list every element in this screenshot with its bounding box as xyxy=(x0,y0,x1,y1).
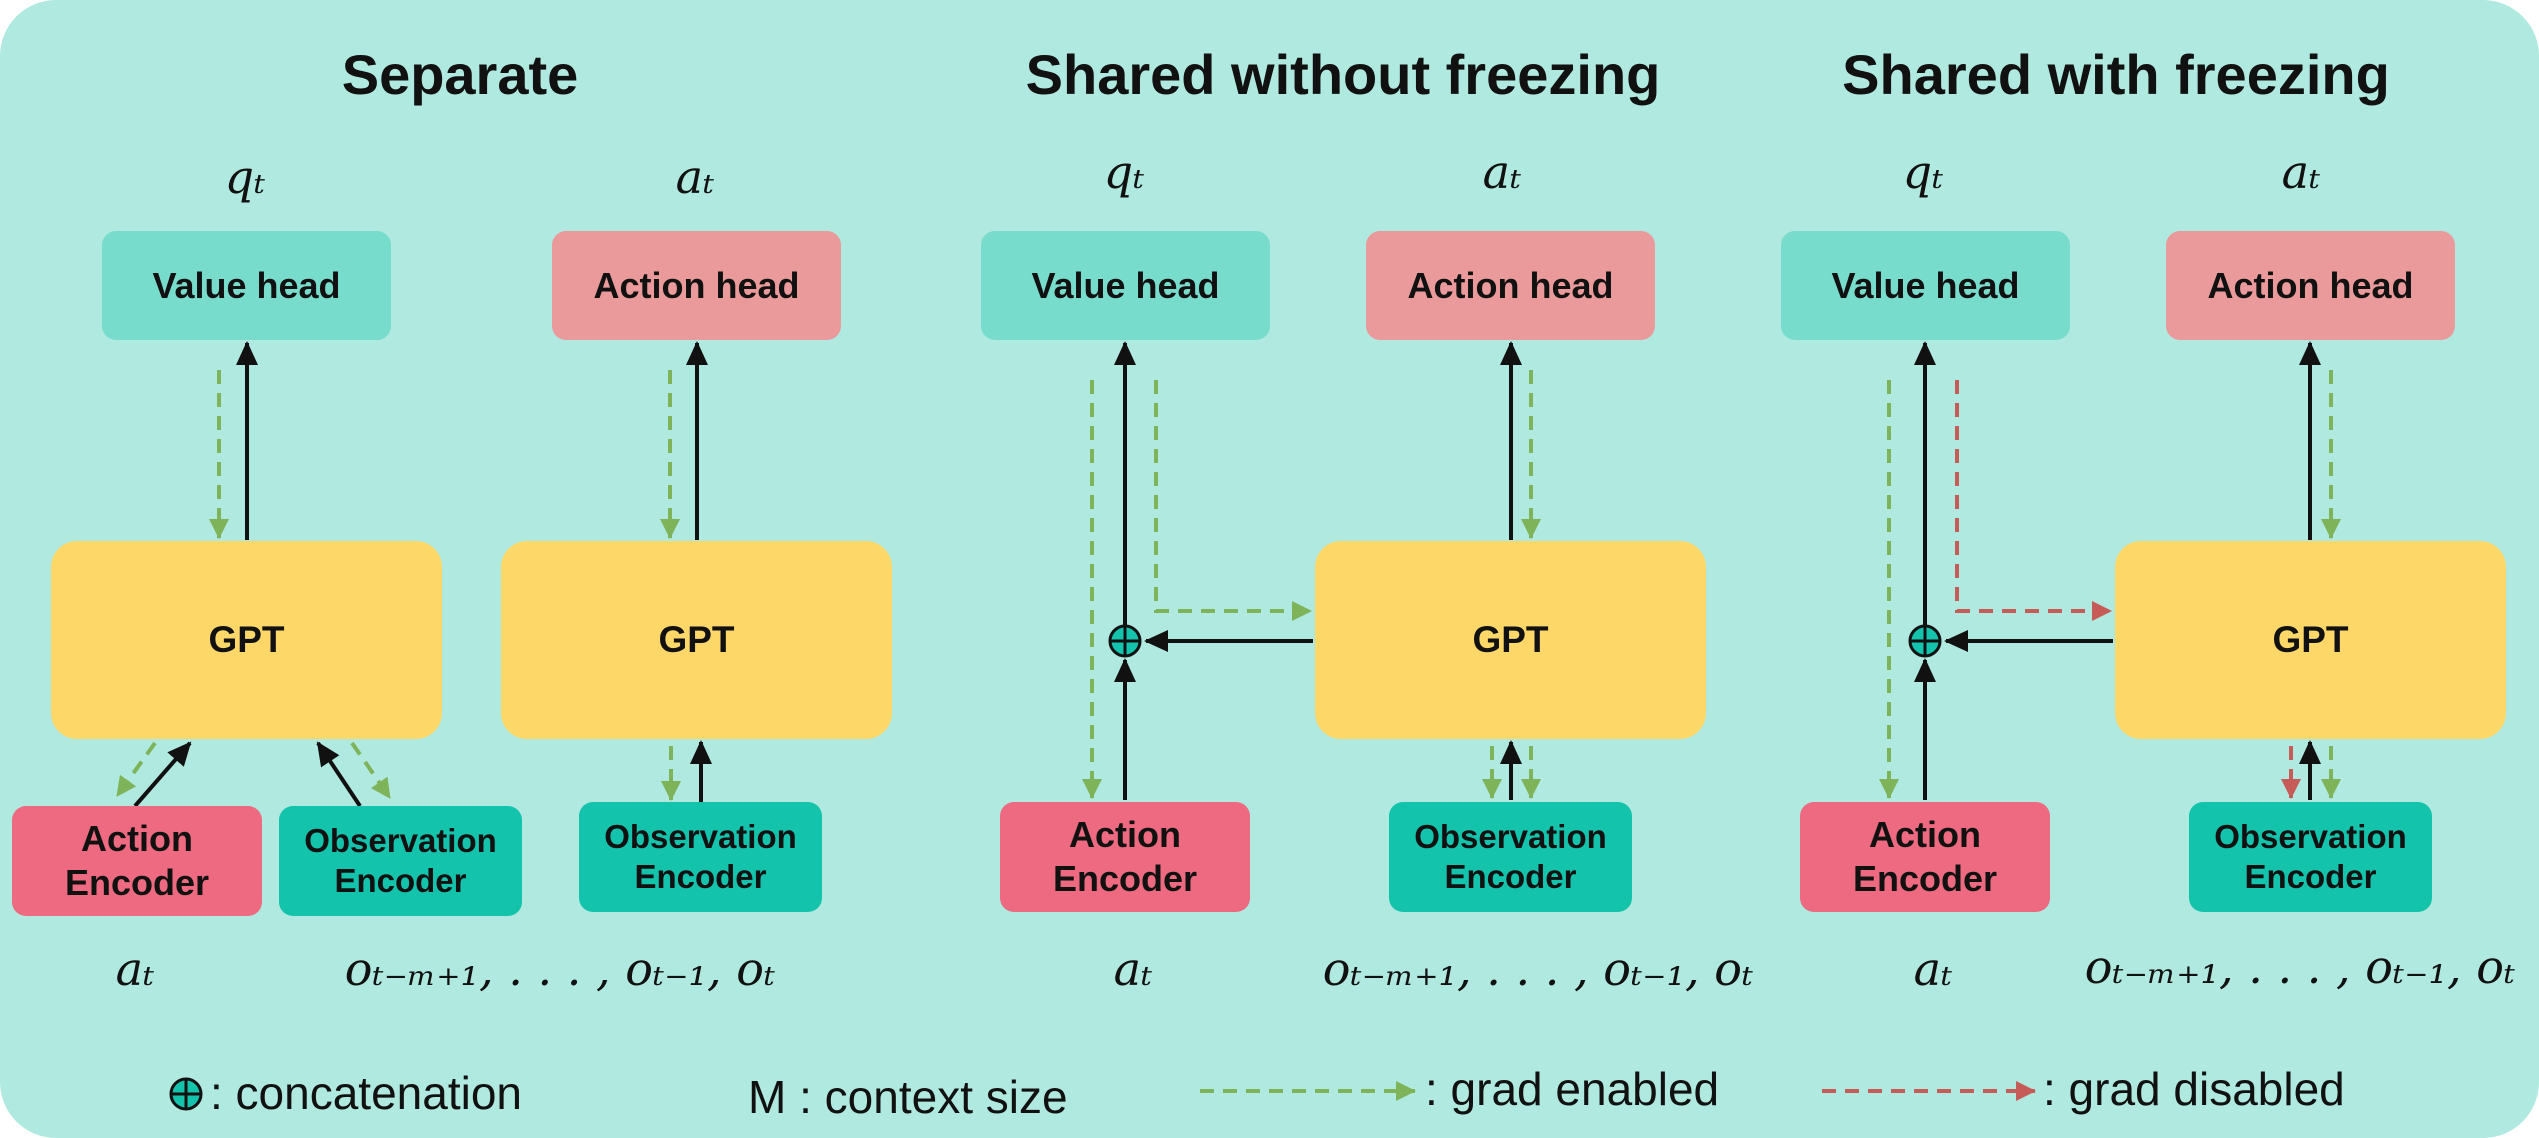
q-symbol: qₜ xyxy=(224,150,266,204)
q-symbol: qₜ xyxy=(1902,145,1944,199)
legend-grad-enabled: : grad enabled xyxy=(1425,1063,1720,1115)
a-symbol: aₜ xyxy=(2281,145,2321,199)
shared-nf-connections xyxy=(1082,341,1541,800)
obs-sequence-symbol: oₜ₋ₘ₊₁, . . . , oₜ₋₁, oₜ xyxy=(1322,942,1754,996)
observation-encoder-block: Observation Encoder xyxy=(279,806,522,916)
title-separate: Separate xyxy=(341,43,579,106)
legend-graphics xyxy=(169,1077,2036,1111)
obs-sequence-symbol: oₜ₋ₘ₊₁, . . . , oₜ₋₁, oₜ xyxy=(344,942,776,996)
action-encoder-block: Action Encoder xyxy=(12,806,262,916)
action-encoder-block: Action Encoder xyxy=(1000,802,1250,912)
value-head-block: Value head xyxy=(102,231,391,340)
action-head-block: Action head xyxy=(2166,231,2455,340)
legend-grad-disabled: : grad disabled xyxy=(2043,1063,2345,1115)
a-input-symbol: aₜ xyxy=(115,942,155,996)
gpt-block: GPT xyxy=(2115,541,2506,739)
gpt-block: GPT xyxy=(1315,541,1706,739)
legend-context-size: M : context size xyxy=(748,1071,1068,1123)
separate-connections xyxy=(115,341,712,808)
value-head-block: Value head xyxy=(1781,231,2070,340)
observation-encoder-block: Observation Encoder xyxy=(2189,802,2432,912)
q-symbol: qₜ xyxy=(1103,145,1145,199)
legend-concatenation: : concatenation xyxy=(210,1067,523,1119)
a-symbol: aₜ xyxy=(675,150,715,204)
action-head-block: Action head xyxy=(552,231,841,340)
gpt-block: GPT xyxy=(501,541,892,739)
gpt-block: GPT xyxy=(51,541,442,739)
a-input-symbol: aₜ xyxy=(1913,942,1953,996)
observation-encoder-block: Observation Encoder xyxy=(579,802,822,912)
title-shared-without-freezing: Shared without freezing xyxy=(1025,43,1661,106)
a-symbol: aₜ xyxy=(1482,145,1522,199)
shared-f-connections xyxy=(1879,341,2341,800)
a-input-symbol: aₜ xyxy=(1113,942,1153,996)
title-shared-with-freezing: Shared with freezing xyxy=(1842,43,2390,106)
value-head-block: Value head xyxy=(981,231,1270,340)
obs-sequence-symbol: oₜ₋ₘ₊₁, . . . , oₜ₋₁, oₜ xyxy=(2084,940,2516,994)
observation-encoder-block: Observation Encoder xyxy=(1389,802,1632,912)
action-head-block: Action head xyxy=(1366,231,1655,340)
action-encoder-block: Action Encoder xyxy=(1800,802,2050,912)
